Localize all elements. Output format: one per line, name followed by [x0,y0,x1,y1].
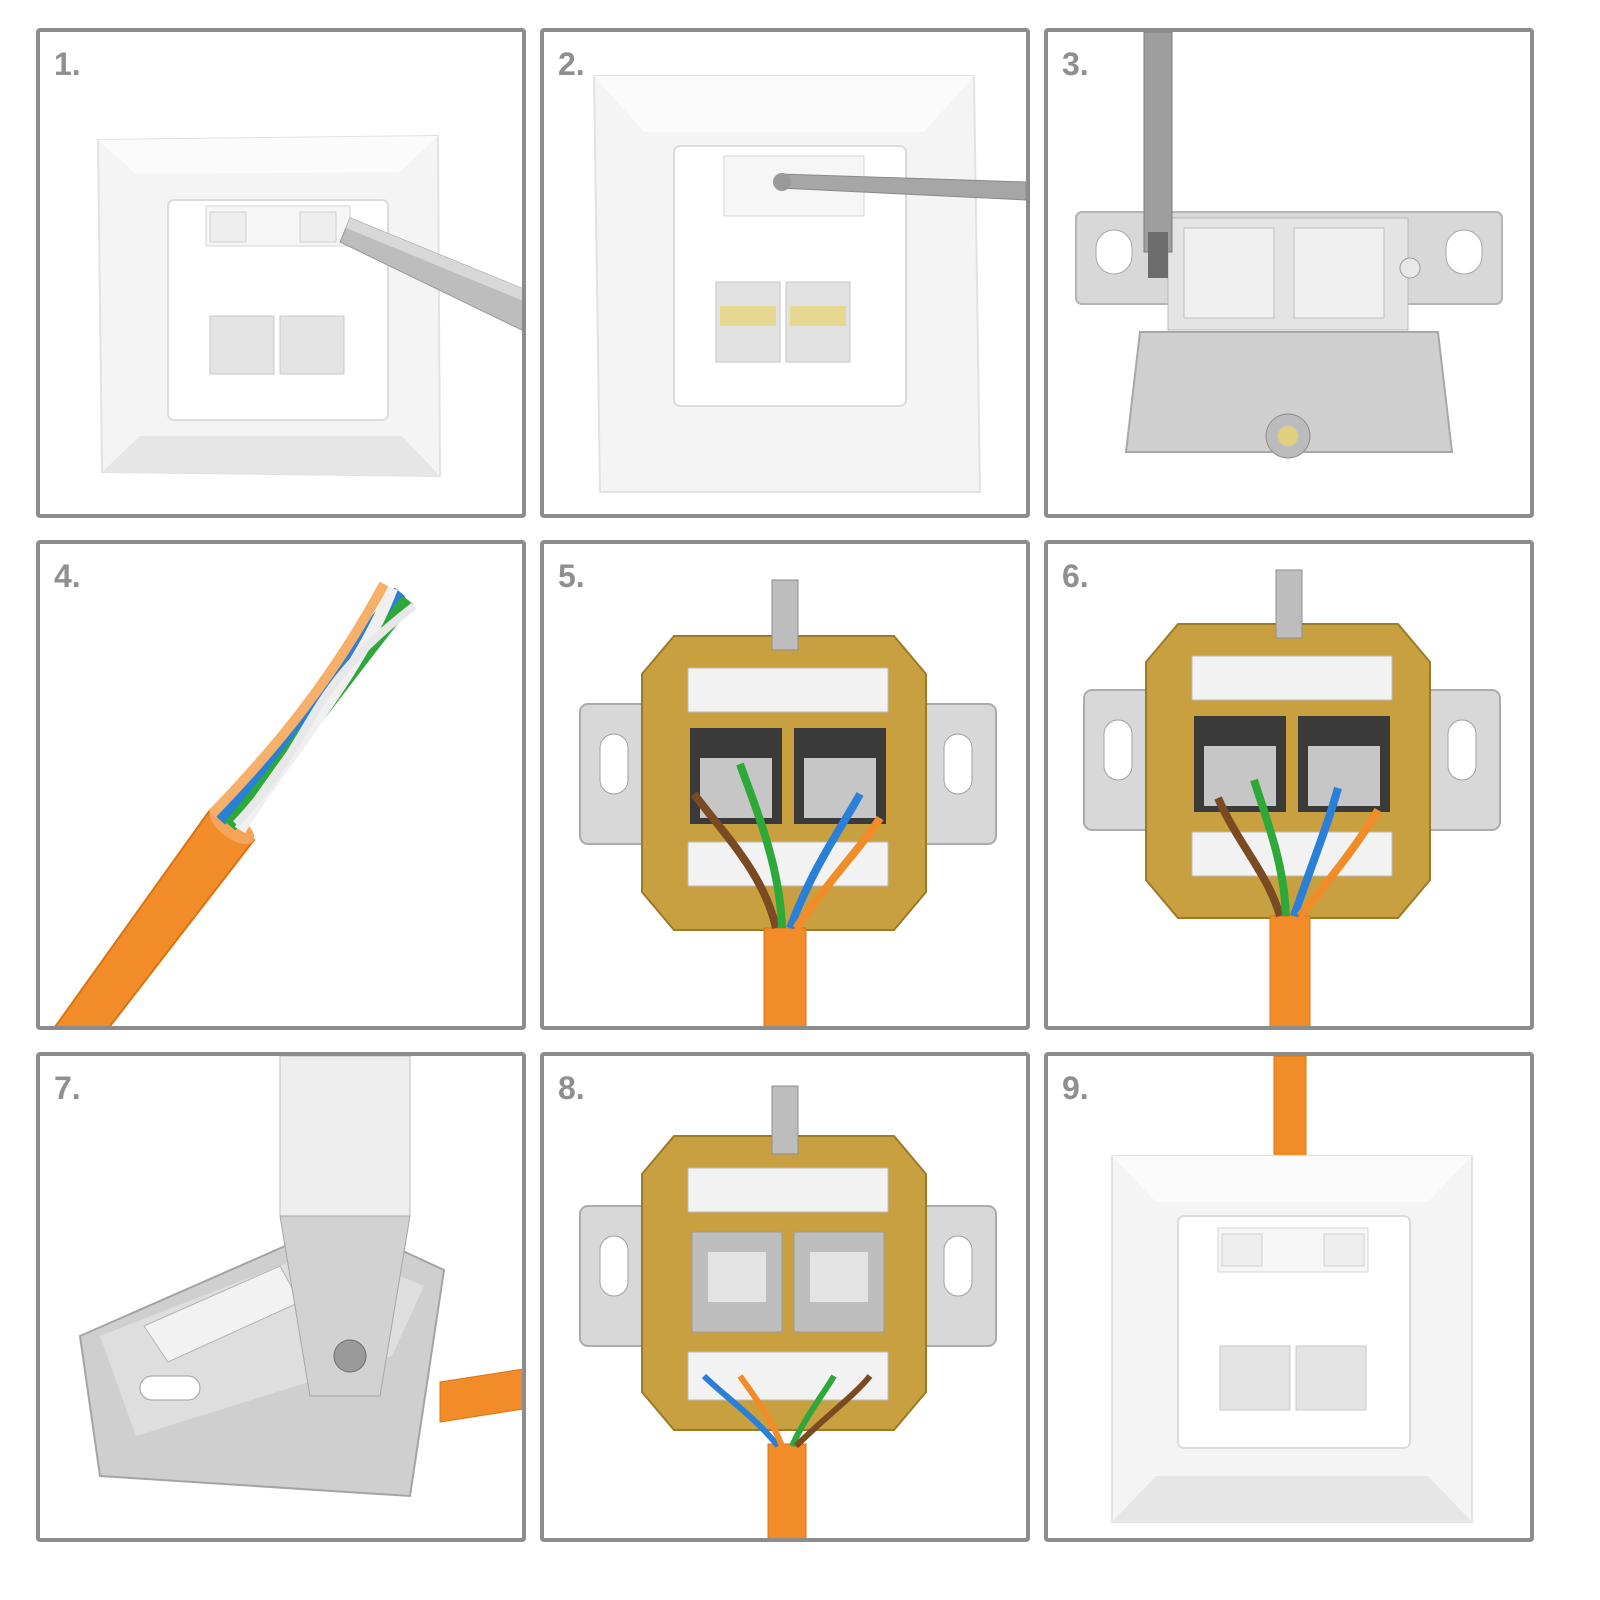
step-number: 1. [54,46,81,82]
step-panel-6: 6. [1044,540,1534,1030]
step-panel-1: 1. [36,28,526,518]
step-number: 8. [558,1070,585,1106]
step-number: 3. [1062,46,1089,82]
step-panel-7: 7. [36,1052,526,1542]
step-number: 2. [558,46,585,82]
wires-in-module-illustration [579,579,997,1026]
stripped-cable-illustration [54,581,417,1026]
punch-down-illustration [78,1056,522,1498]
wired-module-illustration [579,1085,997,1538]
step-number: 4. [54,558,81,594]
wires-sorted-illustration [1083,569,1501,1026]
screw-housing-illustration [1075,32,1503,459]
step-number: 6. [1062,558,1089,594]
step-panel-5: 5. [540,540,1030,1030]
faceplate-removal-illustration [96,134,522,478]
step-panel-8: 8. [540,1052,1030,1542]
step-number: 5. [558,558,585,594]
step-number: 7. [54,1070,81,1106]
finished-socket-illustration [1111,1056,1473,1523]
step-panel-3: 3. [1044,28,1534,518]
unscrew-frame-illustration [592,75,1026,493]
step-number: 9. [1062,1070,1089,1106]
step-panel-9: 9. [1044,1052,1534,1542]
step-panel-2: 2. [540,28,1030,518]
step-panel-4: 4. [36,540,526,1030]
